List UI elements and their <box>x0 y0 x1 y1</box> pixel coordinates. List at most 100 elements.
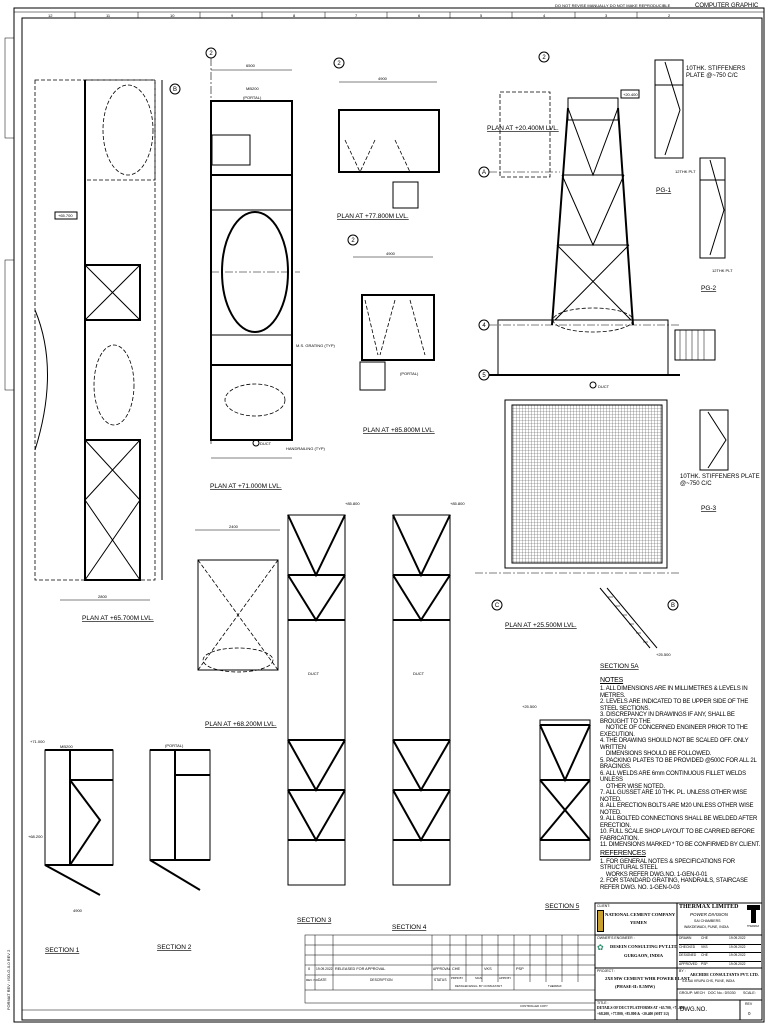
drawing-line <box>210 100 293 441</box>
left-strip-boxes <box>4 37 15 391</box>
rev-approved: PSP <box>516 967 524 971</box>
drawing-label: +25.500 <box>656 652 671 657</box>
drawing-line <box>347 234 359 246</box>
drawing-line <box>197 559 279 671</box>
drawing-label: HANDRAILING (TYP) <box>286 446 326 451</box>
drawing-label: MB200 <box>60 744 73 749</box>
section-1-view: +71.000 MB200 +68.200 4900 SECTION 1 <box>28 739 114 954</box>
view-title: PLAN AT +20.400M LVL. <box>487 125 559 132</box>
scale: SCALE: <box>743 991 756 995</box>
plan-68200-view: 2400 PLAN AT +68.200M LVL. <box>195 524 280 728</box>
project-name: 2X8 MW CEMENT WHR POWER PLANT <box>605 976 691 981</box>
sig-role: DESIGNED <box>679 953 697 957</box>
reference-item: 1. FOR GENERAL NOTES & SPECIFICATIONS FO… <box>600 858 735 872</box>
drawing-line <box>707 411 727 469</box>
view-title: SECTION 4 <box>392 924 427 931</box>
drawing-label: 4900 <box>386 251 396 256</box>
drawing-label: (PORTAL) <box>165 743 184 748</box>
drawing-label: 2 <box>351 238 355 244</box>
drawing-label: B <box>173 87 177 93</box>
drawing-line <box>551 107 634 326</box>
header-date: DATE <box>318 978 327 982</box>
client-name: NATIONAL CEMENT COMPANY <box>605 912 676 917</box>
drawing-line <box>34 309 48 451</box>
sig-role: DRAWN <box>679 936 692 940</box>
drawing-label: 6500 <box>246 63 256 68</box>
client-logo <box>597 910 604 932</box>
rev-description: RELEASED FOR APPROVAL <box>335 967 386 971</box>
plan-65700-view: B +65.700 2800 PLAN AT +65.700M LVL. <box>34 79 181 622</box>
drawing-label: +85.800 <box>345 501 360 506</box>
drawing-line <box>392 514 451 886</box>
left-strip-text: FORMAT REV : ISO-G-0-0 REV 2 <box>6 949 11 1010</box>
outer-border <box>13 7 765 1023</box>
drawing-label: DUCT <box>413 671 425 676</box>
drawing-label: C <box>495 603 500 609</box>
grid-strip-ticks <box>74 12 638 18</box>
rev-no: 0 <box>308 967 311 971</box>
revision-table-frame <box>22 934 596 1011</box>
drawing-line <box>504 399 668 569</box>
drawing-line <box>287 514 346 886</box>
sig-role: APPROVED <box>679 961 698 966</box>
drawing-line <box>197 559 279 671</box>
pg2-detail: 12THK PLT PG-2 <box>699 157 733 292</box>
drawing-line <box>497 319 669 376</box>
section-5a-view: +25.500 SECTION 5A <box>599 587 671 670</box>
thermax-logo: THERMAX <box>747 905 760 931</box>
drawing-line <box>491 599 503 611</box>
owner-name: DESEIN CONSULTING PVT.LTD <box>610 944 678 949</box>
drawing-label: 2400 <box>229 524 239 529</box>
drawing-label: 12THK PLT <box>712 268 733 273</box>
drawing-line <box>620 89 640 99</box>
header-approved: APPR BY <box>499 976 512 980</box>
rev-drawn: CHE <box>452 967 461 971</box>
level-tag <box>54 211 78 220</box>
note-item: 10. FULL SCALE SHOP LAYOUT TO BE CARRIED… <box>600 829 755 842</box>
owner-city: GURGAON, INDIA <box>624 953 664 958</box>
reference-item: 2. FOR STANDARD GRATING, HANDRAILS, STAI… <box>600 878 748 891</box>
drawing-line <box>554 107 633 321</box>
company-division: POWER DIVISION <box>690 912 729 917</box>
drawing-label: B <box>671 603 675 609</box>
drawing-label: +20.400 <box>623 92 638 97</box>
pg1-stiffener-note: 10THK. STIFFENERS PLATE @~750 C/C <box>686 66 746 79</box>
drawing-line <box>567 97 619 121</box>
drawing-label: 4900 <box>378 76 388 81</box>
drawing-label: +65.700 <box>58 213 73 218</box>
drawing-title: DETAILS OF DUCT PLATFORMS AT +65.700, +7… <box>597 1006 686 1010</box>
drawing-line <box>361 294 435 361</box>
doc-no: DOC No.: DS030 <box>708 991 736 995</box>
view-title: PLAN AT +85.800M LVL. <box>363 427 435 434</box>
client-country: YEMEN <box>630 920 647 925</box>
sig-date: 19.09.2022 <box>729 961 746 966</box>
rev-checked: VKS <box>484 967 492 971</box>
plan-85800-view: 2 4900 (PORTAL) PLAN AT +85.800M LVL. <box>347 234 435 434</box>
drawing-line <box>655 61 683 156</box>
drawing-title-2: +68.200, +77.800, +85.800 & +20.400 (SHT… <box>597 1012 670 1016</box>
owner-label: OWNER'S ENGINEER : <box>597 936 635 940</box>
note-item: 6. ALL WELDS ARE 6mm CONTINUOUS FILLET W… <box>600 770 746 784</box>
drawing-line <box>344 139 411 173</box>
sig-role: CHECKED <box>679 944 696 949</box>
drawing-line <box>149 749 211 861</box>
header-thermax: THERMAX <box>548 984 562 988</box>
drawing-label: (PORTAL) <box>400 371 419 376</box>
logo-text: THERMAX <box>747 925 760 928</box>
drawing-label: A <box>482 170 486 176</box>
drawing-label: +68.200 <box>28 834 43 839</box>
drawing-label: MB200 <box>246 86 259 91</box>
rev-date: 19.09.2022 <box>316 967 333 971</box>
drawing-line <box>699 409 729 471</box>
grid-number: 2 <box>668 13 671 18</box>
drawing-line <box>654 59 684 159</box>
staircase <box>674 329 716 361</box>
view-title: PLAN AT +77.800M LVL. <box>337 213 409 220</box>
drawing-line <box>538 51 550 63</box>
drawing-line <box>102 84 154 176</box>
drawing-label: +71.000 <box>30 739 45 744</box>
drawing-line <box>4 259 15 391</box>
header-detailed: DETAILED ENGG. BY CONSULTANT <box>455 984 503 988</box>
